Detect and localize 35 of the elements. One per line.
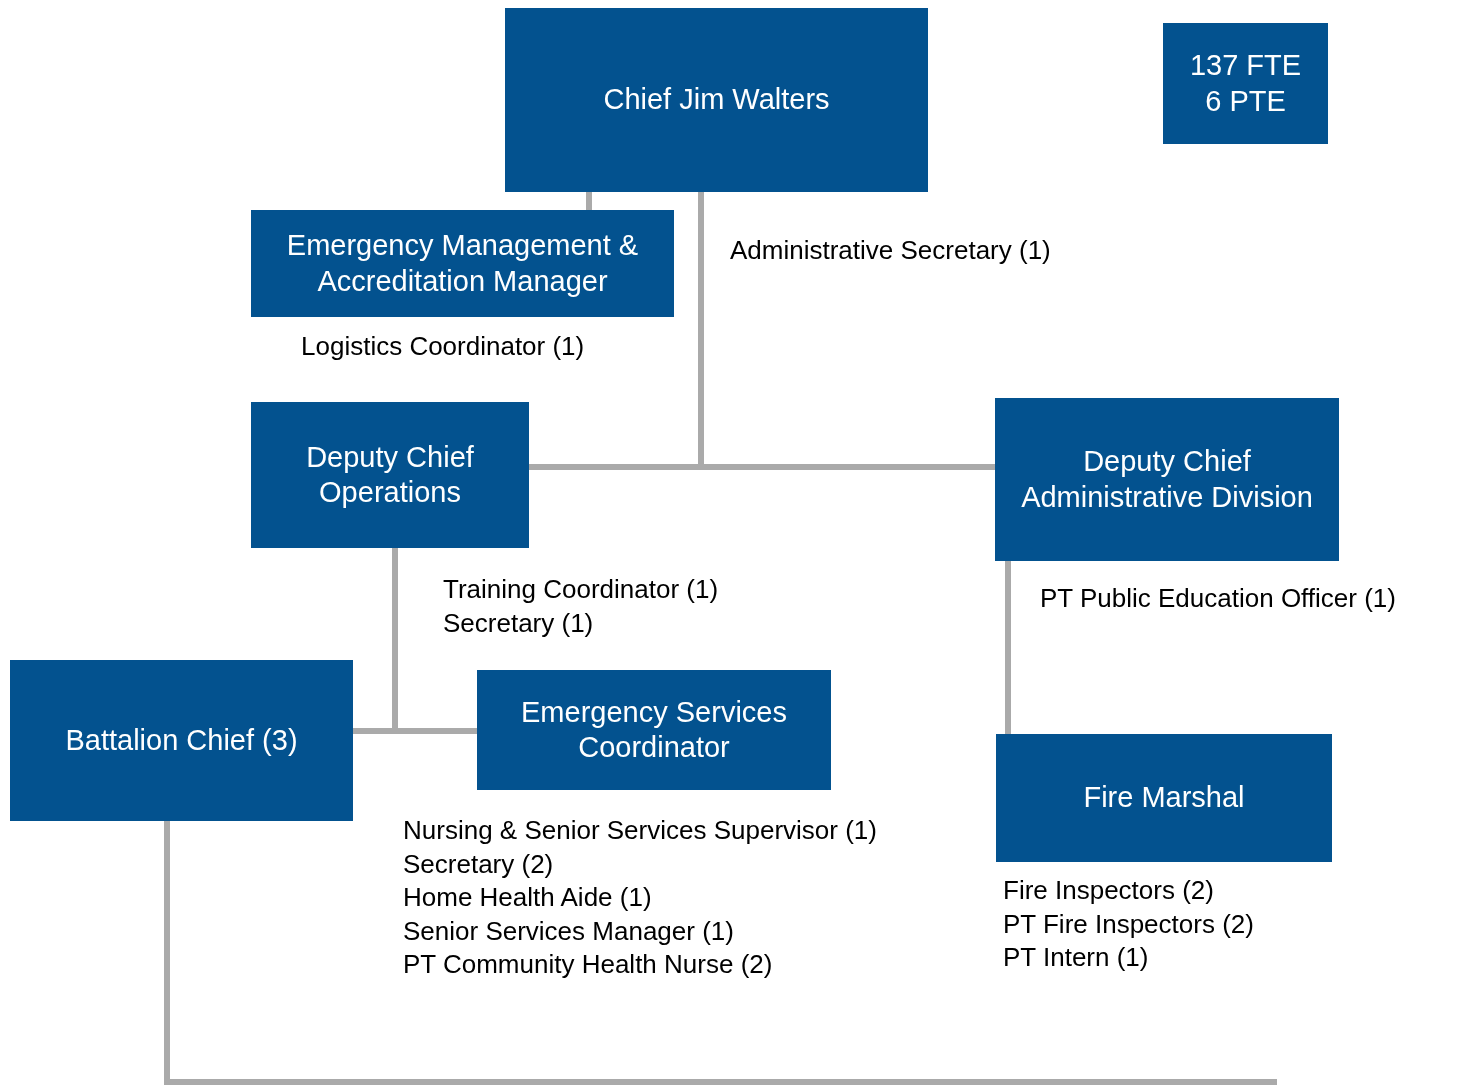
staff-note: Training Coordinator (1)	[443, 573, 719, 606]
role-title: Deputy Chief Operations	[305, 439, 475, 510]
staff-note: Logistics Coordinator (1)	[301, 330, 585, 363]
staff-note: Home Health Aide (1)	[403, 881, 653, 914]
staff-note: Senior Services Manager (1)	[403, 914, 735, 948]
role-title: Deputy Chief Administrative Division	[1020, 444, 1314, 515]
staff-note: PT Intern (1)	[1003, 941, 1150, 974]
staff-note: PT Community Health Nurse (2)	[403, 948, 774, 981]
role-title: 6 PTE	[1205, 83, 1286, 119]
connector-line	[164, 821, 1277, 1085]
connector-line	[392, 548, 477, 734]
connector-line	[1005, 561, 1011, 734]
staff-note: Administrative Secretary (1)	[730, 234, 1051, 267]
staff-note: Secretary (1)	[443, 606, 595, 640]
staff-note: PT Public Education Officer (1)	[1040, 582, 1396, 615]
org-box	[996, 734, 1332, 862]
org-box	[10, 660, 353, 821]
role-title: Battalion Chief (3)	[65, 722, 298, 758]
org-box	[995, 398, 1339, 561]
staff-note: Secretary (2)	[403, 847, 555, 881]
staff-note: PT Fire Inspectors (2)	[1003, 907, 1254, 941]
connector-line	[586, 192, 592, 210]
staff-note: Nursing & Senior Services Supervisor (1)	[403, 814, 877, 847]
role-title: Chief Jim Walters	[603, 82, 830, 118]
staff-note: Fire Inspectors (2)	[1003, 874, 1215, 907]
connector-line	[698, 192, 995, 470]
role-title: 137 FTE	[1189, 48, 1302, 84]
org-box	[505, 8, 928, 192]
role-title: Emergency Services Coordinator	[520, 694, 788, 765]
org-box	[477, 670, 831, 790]
role-title: Emergency Management & Accreditation Manager	[285, 228, 640, 299]
org-box	[251, 402, 529, 548]
org-box	[251, 210, 674, 317]
role-title: Fire Marshal	[1083, 780, 1245, 816]
org-box	[1163, 23, 1328, 144]
